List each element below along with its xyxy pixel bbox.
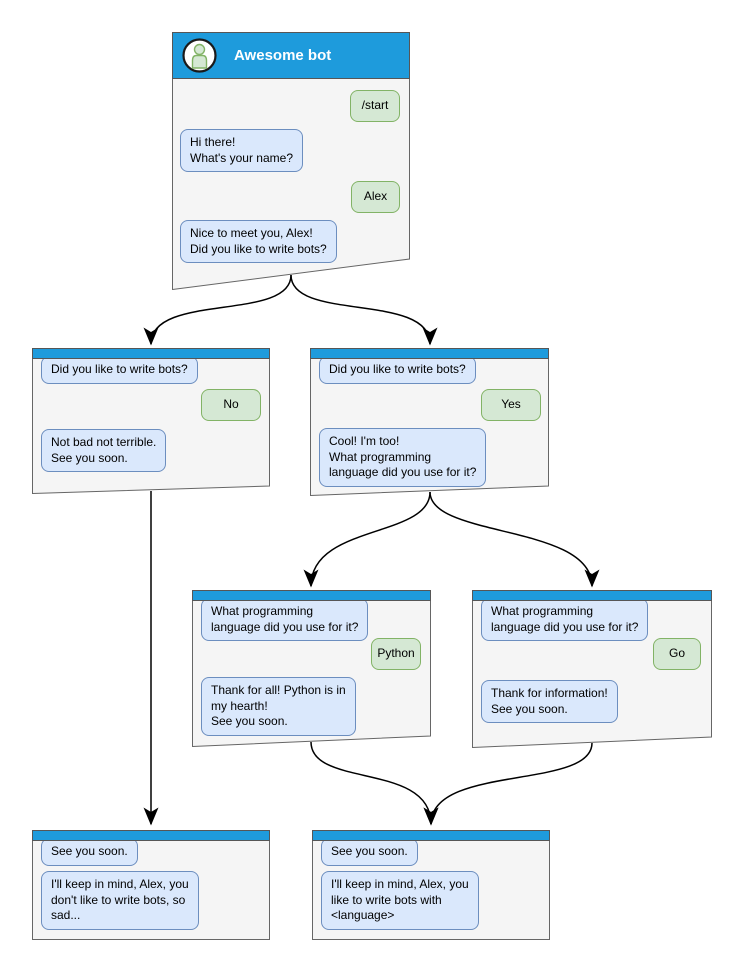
window-titlebar: Awesome bot [172,32,410,79]
arrow-yes-to-python [303,491,431,588]
bot-message-bubble: Did you like to write bots? [41,356,198,384]
bot-message-bubble: Cool! I'm too! What programming language… [319,428,487,487]
chat-window-go: What programming language did you use fo… [472,590,712,748]
window-titlebar [312,830,550,841]
bot-message-bubble: Thank for all! Python is in my hearth! S… [201,677,356,736]
user-message-bubble: No [201,389,261,421]
window-titlebar [310,348,549,359]
bot-message-bubble: What programming language did you use fo… [481,598,649,641]
chat-window-branch-yes: Did you like to write bots? Yes Cool! I'… [310,348,549,496]
chat-window-end-yes: See you soon. I'll keep in mind, Alex, y… [312,830,550,940]
user-message-bubble: Python [371,638,421,670]
window-titlebar [192,590,431,601]
chat-window-end-no: See you soon. I'll keep in mind, Alex, y… [32,830,270,940]
bot-message-bubble: See you soon. [41,838,138,866]
chat-window-start: Awesome bot /start Hi there! What's your… [172,32,410,290]
bot-message-bubble: Not bad not terrible. See you soon. [41,429,167,472]
user-message-bubble: Go [653,638,701,670]
bot-message-bubble: I'll keep in mind, Alex, you don't like … [41,871,199,930]
bot-message-bubble: Hi there! What's your name? [180,129,304,172]
bot-message-bubble: See you soon. [321,838,418,866]
chat-window-python: What programming language did you use fo… [192,590,431,747]
user-message-bubble: Yes [481,389,541,421]
bot-message-bubble: Thank for information! See you soon. [481,680,618,723]
window-titlebar [32,830,270,841]
arrow-yes-to-go [429,491,600,588]
user-message-bubble: /start [350,90,400,122]
bot-message-bubble: I'll keep in mind, Alex, you like to wri… [321,871,479,930]
arrow-go-to-end [423,742,593,826]
chat-window-branch-no: Did you like to write bots? No Not bad n… [32,348,270,494]
arrow-python-to-end [310,741,439,826]
bot-title: Awesome bot [234,47,332,64]
person-icon [182,38,217,73]
user-message-bubble: Alex [351,181,400,213]
window-titlebar [32,348,270,359]
bot-message-bubble: Did you like to write bots? [319,356,476,384]
bot-message-bubble: Nice to meet you, Alex! Did you like to … [180,220,337,263]
bot-message-bubble: What programming language did you use fo… [201,598,369,641]
window-titlebar [472,590,712,601]
